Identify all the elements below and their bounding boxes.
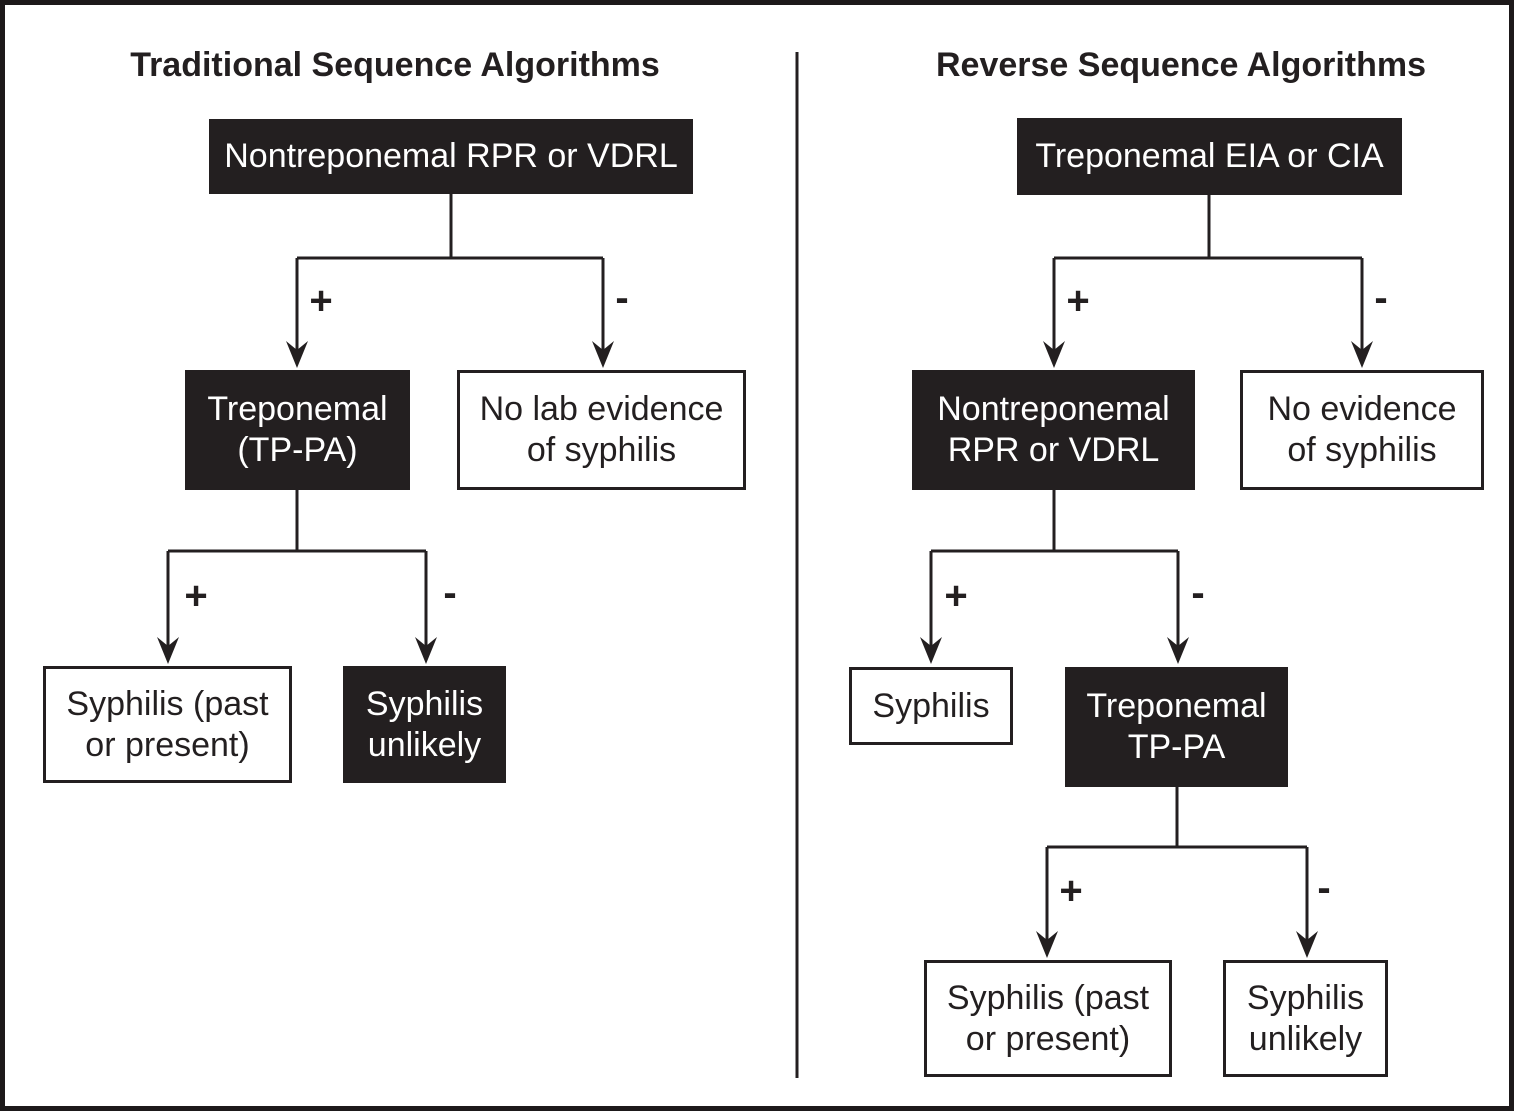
arrowhead	[1351, 341, 1373, 368]
branch-sign-positive: +	[184, 574, 208, 618]
node-label-line: or present)	[965, 1019, 1131, 1058]
node-label-line: Treponemal EIA or CIA	[1035, 137, 1384, 175]
branch-sign-negative: -	[443, 571, 457, 615]
node-label-line: Syphilis	[872, 686, 990, 725]
connector-lines	[157, 52, 1373, 1078]
branch-sign-positive: +	[1059, 869, 1083, 913]
panel-title-reverse: Reverse Sequence Algorithms	[935, 46, 1427, 84]
branch-sign-positive: +	[944, 574, 968, 618]
node-label-line: No evidence	[1267, 390, 1457, 428]
node-trad-syphilis-past-present: Syphilis (past or present)	[43, 666, 292, 783]
arrowhead	[592, 341, 614, 368]
node-label: No lab evidence of syphilis	[480, 389, 724, 471]
traditional-junction1-lines	[295, 194, 605, 352]
node-label-line: unlikely	[1248, 1019, 1363, 1058]
node-label-line: unlikely	[367, 725, 482, 764]
arrowheads	[157, 341, 1373, 958]
node-rev-treponemal-tppa: Treponemal TP-PA	[1065, 667, 1288, 787]
branch-sign-positive: +	[309, 279, 333, 323]
arrowhead	[1167, 637, 1189, 664]
node-label: Syphilis (past or present)	[66, 684, 268, 766]
arrowhead	[415, 637, 437, 664]
node-label: Nontreponemal RPR or VDRL	[937, 389, 1169, 471]
branch-sign-positive: +	[1066, 279, 1090, 323]
reverse-junction2-lines	[929, 490, 1180, 648]
node-label-line: (TP-PA)	[237, 431, 358, 469]
node-trad-no-lab-evidence: No lab evidence of syphilis	[457, 370, 746, 490]
node-label-line: Treponemal	[207, 390, 388, 428]
reverse-junction3-lines	[1045, 787, 1309, 942]
traditional-junction2-lines	[166, 490, 428, 648]
branch-sign-negative: -	[1374, 276, 1388, 320]
node-label-line: Syphilis (past	[66, 684, 269, 723]
arrowhead	[920, 637, 942, 664]
node-label-line: Syphilis	[365, 684, 484, 723]
node-label: Syphilis unlikely	[1247, 978, 1364, 1060]
node-label-line: Syphilis (past	[946, 978, 1150, 1017]
node-rev-syphilis-past-present: Syphilis (past or present)	[924, 960, 1172, 1077]
node-trad-nontreponemal-rpr-vdrl: Nontreponemal RPR or VDRL	[209, 119, 693, 194]
node-label: Treponemal (TP-PA)	[207, 389, 387, 471]
node-trad-syphilis-unlikely: Syphilis unlikely	[343, 666, 506, 783]
arrowhead	[286, 341, 308, 368]
node-label: No evidence of syphilis	[1267, 389, 1456, 471]
arrowhead	[1043, 341, 1065, 368]
node-label-line: Syphilis	[1246, 978, 1365, 1017]
node-label: Treponemal TP-PA	[1086, 686, 1266, 768]
node-rev-treponemal-eia-cia: Treponemal EIA or CIA	[1017, 118, 1402, 195]
node-label-line: of syphilis	[526, 431, 677, 469]
node-label-line: TP-PA	[1127, 728, 1226, 766]
arrowhead	[157, 637, 179, 664]
reverse-junction1-lines	[1052, 195, 1364, 352]
branch-sign-negative: -	[1191, 571, 1205, 615]
branch-sign-negative: -	[615, 276, 629, 320]
node-trad-treponemal-tppa: Treponemal (TP-PA)	[185, 370, 410, 490]
node-label: Syphilis (past or present)	[947, 978, 1149, 1060]
node-rev-syphilis-unlikely: Syphilis unlikely	[1223, 960, 1388, 1077]
node-label-line: RPR or VDRL	[947, 431, 1160, 469]
arrowhead	[1036, 931, 1058, 958]
node-rev-no-evidence: No evidence of syphilis	[1240, 370, 1484, 490]
node-label-line: or present)	[85, 725, 250, 764]
branch-sign-negative: -	[1317, 866, 1331, 910]
node-label: Syphilis unlikely	[366, 684, 483, 766]
node-rev-syphilis: Syphilis	[849, 667, 1013, 745]
node-label-line: Nontreponemal RPR or VDRL	[224, 137, 678, 175]
node-label-line: Treponemal	[1086, 687, 1267, 725]
node-rev-nontreponemal-rpr-vdrl: Nontreponemal RPR or VDRL	[912, 370, 1195, 490]
node-label-line: of syphilis	[1287, 431, 1437, 469]
node-label-line: Nontreponemal	[937, 390, 1170, 428]
arrowhead	[1296, 931, 1318, 958]
panel-title-traditional: Traditional Sequence Algorithms	[130, 46, 660, 84]
node-label-line: No lab evidence	[479, 390, 724, 428]
